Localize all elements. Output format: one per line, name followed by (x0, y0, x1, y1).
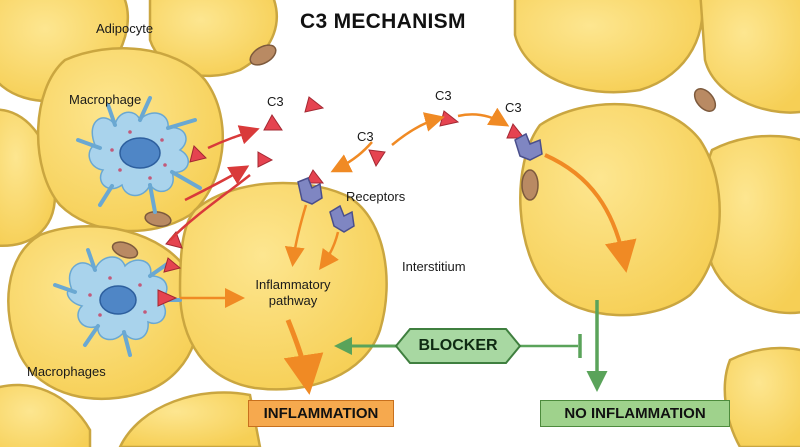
c3-triangle (305, 169, 325, 184)
label-c3-left: C3 (267, 94, 284, 109)
label-inflammatory-line1: Inflammatory (255, 277, 331, 292)
adipocyte-top-right-2 (699, 0, 800, 114)
green-blocker-arrows (334, 300, 608, 392)
adipocyte-nuclei (111, 44, 717, 259)
label-receptors: Receptors (346, 189, 406, 204)
c3-triangle (157, 289, 178, 307)
adipocyte-bottom-left (0, 383, 92, 447)
label-inflammatory-line2: pathway (268, 293, 318, 308)
label-c3-mid: C3 (357, 129, 374, 144)
label-adipocyte: Adipocyte (96, 21, 154, 36)
inflammation-box: INFLAMMATION (248, 400, 394, 427)
label-macrophage: Macrophage (69, 92, 142, 107)
diagram-title: C3 MECHANISM (300, 10, 466, 33)
receptor (297, 177, 323, 205)
no-inflammation-box: NO INFLAMMATION (540, 400, 730, 427)
blocker-label: BLOCKER (418, 337, 498, 354)
label-interstitium: Interstitium (402, 259, 466, 274)
red-secretion-arrows (169, 125, 260, 241)
adipocyte-right (519, 102, 721, 317)
label-c3-right: C3 (505, 100, 522, 115)
c3-triangle (368, 149, 386, 168)
c3-triangle (439, 110, 460, 127)
label-inflammatory-pathway: Inflammatory pathway (243, 277, 343, 309)
c3-triangle (304, 96, 325, 113)
receptors (297, 132, 543, 233)
c3-triangle (189, 145, 207, 163)
receptor (329, 204, 355, 233)
adipocyte-bottom-center (118, 391, 262, 447)
adipocyte-top-right-1 (513, 0, 704, 94)
c3-triangle (257, 151, 274, 168)
label-c3-top: C3 (435, 88, 452, 103)
adipocyte-bottom-right (723, 346, 800, 447)
c3-triangle (506, 123, 526, 139)
blocker-hexagon (394, 328, 522, 364)
label-macrophages: Macrophages (27, 364, 106, 379)
c3-triangle (263, 114, 283, 131)
orange-pathway-arrows (179, 107, 637, 395)
macrophage-top (76, 96, 202, 214)
c3-triangle (163, 257, 182, 273)
receptor (514, 132, 543, 161)
macrophage-bottom (53, 248, 182, 357)
